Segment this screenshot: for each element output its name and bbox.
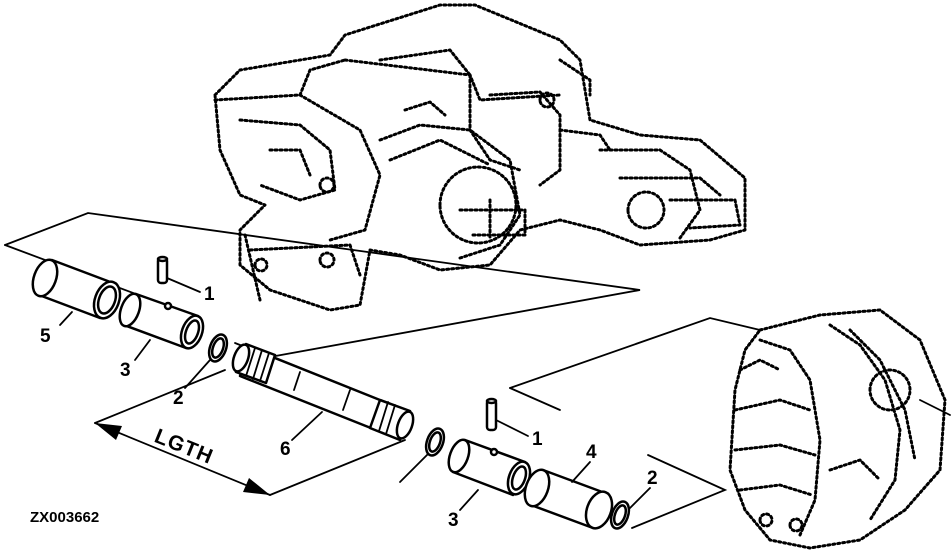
length-dimension xyxy=(94,369,406,496)
assembly-boundary-lines xyxy=(4,212,951,529)
callout-snap-ring-left: 2 xyxy=(173,388,184,409)
sleeve-part-4 xyxy=(523,468,614,530)
callout-coupler-right: 3 xyxy=(448,510,459,531)
coupler-part-3-left xyxy=(118,292,205,350)
coupler-part-3-right xyxy=(447,438,532,497)
callout-sleeve-left: 5 xyxy=(40,326,51,347)
transmission-housing-phantom xyxy=(213,3,747,312)
snap-ring-part-2-left xyxy=(207,333,229,363)
dimension-arrow-right-icon xyxy=(243,478,270,495)
sleeve-part-5 xyxy=(31,258,122,320)
roll-pin-part-1-left xyxy=(156,255,169,285)
callout-roll-pin-left: 1 xyxy=(204,284,215,305)
callout-drive-shaft: 6 xyxy=(280,439,291,460)
callout-leaders xyxy=(59,277,651,511)
snap-ring-part-2-middle xyxy=(424,427,446,457)
callout-roll-pin-right: 1 xyxy=(532,429,543,450)
roll-pin-part-1-right xyxy=(485,397,498,432)
snap-ring-part-2-right xyxy=(609,500,631,530)
callout-sleeve-right: 4 xyxy=(586,442,597,463)
drive-shaft-part-6 xyxy=(231,342,415,442)
callout-snap-ring-right: 2 xyxy=(647,468,658,489)
figure-identifier: ZX003662 xyxy=(30,509,99,526)
dimension-label: LGTH xyxy=(151,425,216,469)
final-drive-housing-phantom xyxy=(728,308,947,550)
dimension-arrow-left-icon xyxy=(95,423,122,440)
callout-coupler-left: 3 xyxy=(120,360,131,381)
